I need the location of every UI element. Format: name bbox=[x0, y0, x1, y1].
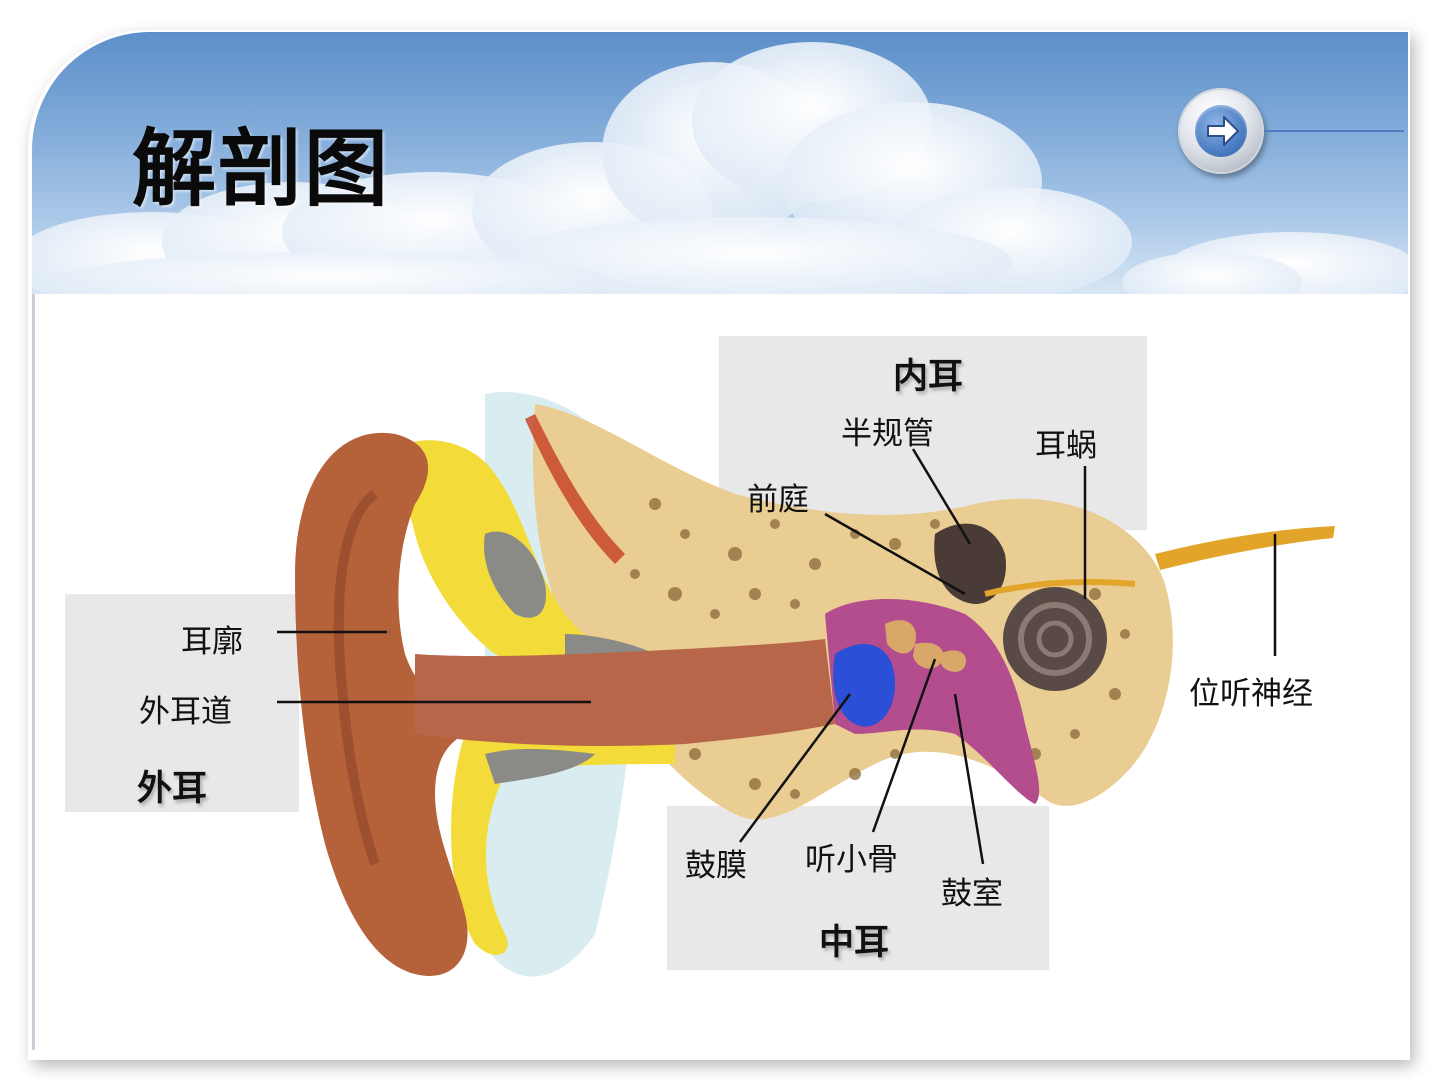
ear-anatomy-diagram bbox=[277, 392, 1335, 977]
middle-ear-label-box bbox=[667, 806, 1049, 970]
lower-cartilage bbox=[451, 729, 675, 955]
cartilage-cavity-upper bbox=[484, 531, 546, 618]
label-vestibulocochlear-nerve: 位听神经 bbox=[1189, 676, 1313, 712]
cochlea-coil-outer bbox=[1018, 602, 1092, 676]
semicircular-canals-shape bbox=[934, 523, 1006, 604]
label-ear-canal: 外耳道 bbox=[139, 694, 232, 730]
label-semicircular-canals: 半规管 bbox=[841, 416, 934, 452]
cartilage-cavity-lower bbox=[485, 749, 595, 784]
label-cochlea: 耳蜗 bbox=[1035, 428, 1097, 464]
page-title: 解剖图 bbox=[132, 120, 391, 218]
leader-lines bbox=[277, 448, 1277, 865]
group-label-middle-ear: 中耳 bbox=[819, 923, 890, 963]
muscle-strip bbox=[525, 414, 625, 564]
next-slide-button[interactable] bbox=[1178, 88, 1264, 174]
nerve-shape bbox=[1155, 526, 1335, 570]
group-label-inner-ear: 内耳 bbox=[893, 357, 964, 397]
inner-ear-label-box bbox=[719, 336, 1147, 530]
arrow-right-icon bbox=[1207, 116, 1239, 146]
ear-canal-shape bbox=[415, 639, 835, 746]
cochlea-coil-inner bbox=[1036, 620, 1074, 658]
label-eardrum: 鼓膜 bbox=[685, 848, 747, 884]
inner-nerve-fibers bbox=[984, 579, 1136, 597]
auricle-fold bbox=[333, 489, 380, 866]
label-vestibule: 前庭 bbox=[747, 482, 809, 518]
eardrum-shape bbox=[833, 644, 895, 727]
label-tympanic-cavity: 鼓室 bbox=[941, 876, 1003, 912]
label-auricle: 耳廓 bbox=[181, 624, 243, 660]
content-area: 外耳 内耳 中耳 耳廓 外耳道 鼓膜 听小骨 鼓室 半规管 耳蜗 前庭 位听神经 bbox=[32, 294, 1399, 1050]
label-ossicles: 听小骨 bbox=[805, 842, 898, 878]
ossicles-shape bbox=[885, 620, 966, 672]
cloud-background bbox=[32, 42, 1408, 294]
outer-ear-label-box bbox=[65, 594, 299, 812]
header-banner: 解剖图 bbox=[32, 32, 1408, 294]
group-label-outer-ear: 外耳 bbox=[137, 769, 208, 809]
nav-divider-line bbox=[1264, 130, 1404, 132]
